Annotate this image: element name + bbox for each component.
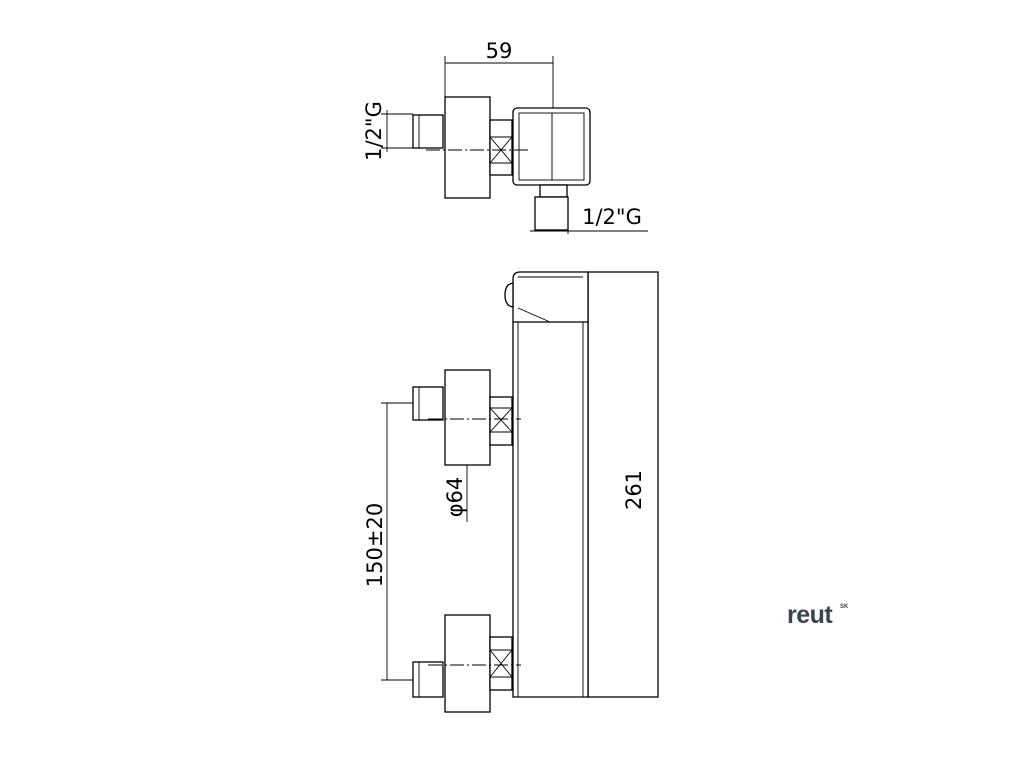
escutcheon — [444, 614, 491, 713]
brand-logo: reut SK — [787, 601, 849, 629]
nut-body — [489, 119, 513, 176]
upper-inlet — [412, 369, 521, 466]
mixer-body — [512, 271, 589, 698]
dimension-escutcheon-diameter: φ64 — [443, 465, 468, 522]
inlet-thread-label: 1/2"G — [362, 101, 386, 161]
inlet-stub — [412, 114, 444, 149]
nut-body — [489, 396, 513, 446]
outlet-nut — [539, 184, 568, 198]
cap-slant — [517, 307, 551, 323]
mixer-body-plan — [512, 107, 591, 186]
logo-suffix: SK — [840, 604, 849, 610]
dimension-outlet-thread: 1/2"G — [530, 197, 648, 234]
outlet-stub — [534, 196, 569, 231]
connection-nut — [489, 119, 513, 176]
dimension-inlet-thread: 1/2"G — [362, 101, 413, 161]
escutcheon — [444, 369, 491, 466]
escutcheon — [444, 96, 491, 199]
lower-inlet — [412, 614, 521, 713]
inlet-stub — [412, 386, 444, 421]
logo-text: reut — [787, 601, 833, 629]
nut-cross — [489, 649, 513, 678]
dimension-width: 59 — [444, 39, 554, 108]
cap-knob — [504, 282, 514, 308]
inlet-spacing-label: 150±20 — [363, 503, 387, 587]
nut-cross — [489, 407, 513, 433]
width-dimension-label: 59 — [486, 39, 513, 63]
front-view: 261 φ64 — [363, 271, 659, 713]
thermostat-cap — [504, 276, 588, 323]
mixer-side-panel — [587, 271, 659, 698]
inlet-stub — [412, 661, 444, 698]
height-dimension-label: 261 — [622, 470, 646, 510]
diameter-label: φ64 — [443, 477, 467, 518]
top-view: 59 1/2"G — [362, 39, 648, 234]
dimension-inlet-spacing: 150±20 — [363, 402, 413, 681]
outlet-thread-label: 1/2"G — [582, 205, 642, 229]
mixer-body-inner — [518, 112, 585, 181]
